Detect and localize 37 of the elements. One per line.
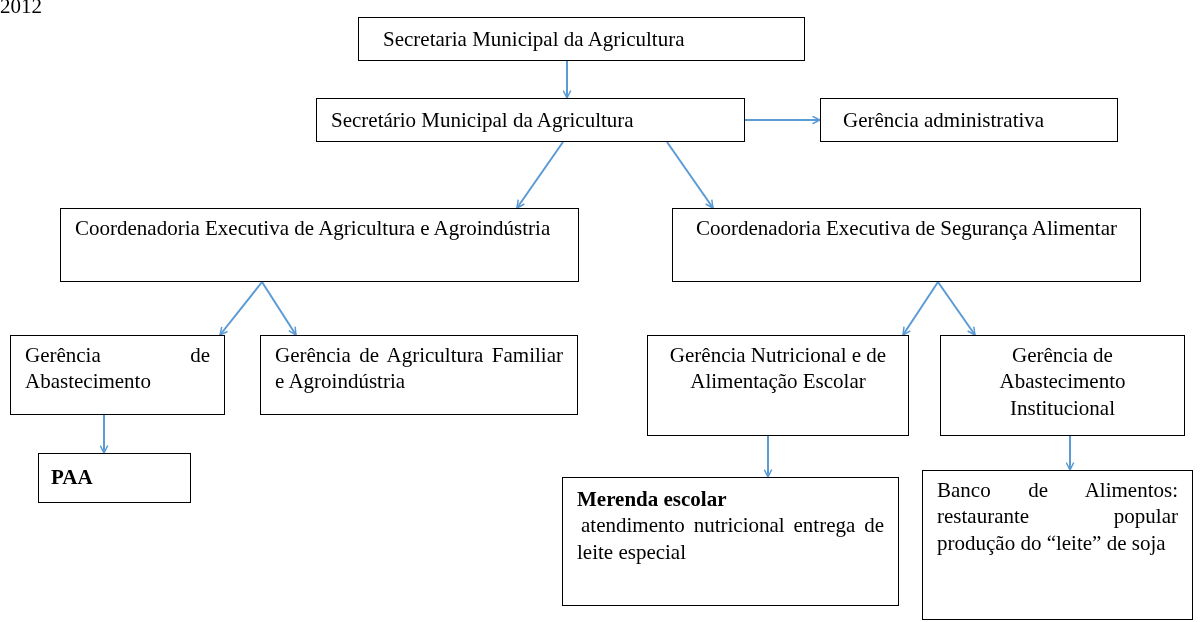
arrow: [99, 414, 109, 454]
box-text: Gerência Nutricional e de Alimentação Escolar: [668, 342, 888, 395]
arrow: [902, 281, 939, 336]
org-box: [940, 335, 1185, 436]
org-box: [922, 470, 1193, 620]
org-box: [562, 477, 899, 606]
box-text: Merenda escolar: [577, 486, 728, 513]
org-box: [358, 17, 805, 61]
box-text: Coordenadoria Executiva de Agricultura e Agroindústria: [75, 215, 552, 242]
box-text: atendimento nutricional entrega de leite especial: [577, 512, 884, 565]
org-box: [10, 335, 225, 415]
org-box: [260, 335, 578, 415]
arrow: [261, 281, 297, 336]
box-text: Gerência de Agricultura Familiar e Agroindústria: [275, 342, 563, 395]
box-text: Gerência de Abastecimento Institucional: [998, 342, 1127, 421]
org-box: [38, 453, 191, 503]
org-box: [647, 335, 909, 436]
org-box: [316, 98, 745, 142]
arrow: [937, 281, 976, 336]
box-text: Secretário Municipal da Agricultura: [331, 107, 635, 134]
arrow: [562, 60, 572, 99]
org-box: [672, 208, 1141, 282]
arrow: [744, 115, 821, 125]
box-text: Gerência administrativa: [843, 107, 1046, 134]
box-text: Coordenadoria Executiva de Segurança Alimentar: [695, 215, 1118, 242]
arrow: [1065, 435, 1075, 471]
arrow: [219, 281, 263, 336]
arrow: [666, 141, 714, 209]
org-box: [820, 98, 1118, 142]
org-box: [60, 208, 579, 282]
box-text: Banco de Alimentos: restaurante popular produção do “leite” de soja: [937, 477, 1178, 556]
year-label: 2012: [0, 0, 42, 19]
arrow: [763, 435, 773, 478]
box-text: Secretaria Municipal da Agricultura: [383, 26, 686, 53]
arrow: [516, 141, 564, 209]
box-text: PAA: [51, 464, 94, 491]
box-text: Gerência de Abastecimento: [25, 342, 210, 395]
